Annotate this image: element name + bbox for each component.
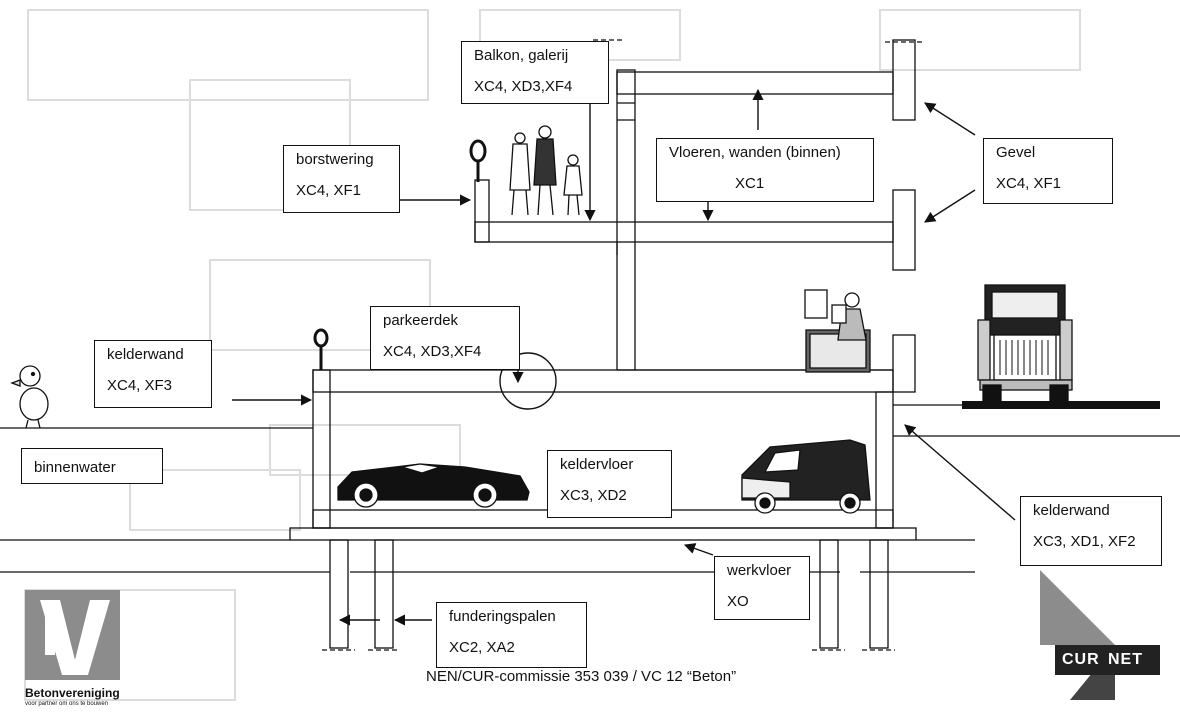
label-title: kelderwand [107, 346, 184, 363]
label-title: binnenwater [34, 459, 116, 476]
ground-lines [0, 404, 1180, 437]
label-binnenwater: binnenwater [21, 448, 163, 484]
label-title: borstwering [296, 151, 374, 168]
label-balkon-galerij: Balkon, galerij XC4, XD3,XF4 [461, 41, 609, 104]
label-title: Vloeren, wanden (binnen) [669, 144, 841, 161]
detail-circle [499, 352, 557, 410]
truck-illustration [977, 284, 1073, 404]
betonvereniging-name: Betonvereniging [25, 686, 120, 700]
curnet-net-text: NET [1108, 651, 1143, 668]
curnet-logo [1040, 570, 1160, 700]
label-classes: XC4, XD3,XF4 [474, 78, 573, 95]
label-vloeren-wanden: Vloeren, wanden (binnen) XC1 [656, 138, 874, 202]
label-classes: XC4, XD3,XF4 [383, 343, 482, 360]
label-classes: XC3, XD2 [560, 487, 627, 504]
road [962, 401, 1160, 409]
betonvereniging-logo [25, 590, 120, 680]
office-illustration [804, 289, 871, 373]
curnet-cur-text: CUR [1062, 651, 1100, 668]
label-title: funderingspalen [449, 608, 556, 625]
building-structure [0, 39, 975, 649]
ghost-background [24, 9, 1081, 701]
sports-car-illustration [337, 463, 530, 508]
label-classes: XC4, XF1 [296, 182, 362, 199]
label-keldervloer: keldervloer XC3, XD2 [547, 450, 672, 518]
duck-illustration [10, 365, 49, 429]
label-classes: XC2, XA2 [449, 639, 515, 656]
people-illustration [509, 125, 583, 216]
label-parkeerdek: parkeerdek XC4, XD3,XF4 [370, 306, 520, 370]
label-funderingspalen: funderingspalen XC2, XA2 [436, 602, 587, 668]
label-title: keldervloer [560, 456, 634, 473]
dashed-markers [322, 39, 922, 651]
label-title: Gevel [996, 144, 1036, 161]
label-kelderwand-left: kelderwand XC4, XF3 [94, 340, 212, 408]
label-kelderwand-right: kelderwand XC3, XD1, XF2 [1020, 496, 1162, 566]
label-title: Balkon, galerij [474, 47, 569, 64]
label-classes: XC4, XF3 [107, 377, 173, 394]
label-gevel: Gevel XC4, XF1 [983, 138, 1113, 204]
label-classes: XC4, XF1 [996, 175, 1062, 192]
label-title: kelderwand [1033, 502, 1110, 519]
label-classes: XO [727, 593, 749, 610]
label-classes: XC3, XD1, XF2 [1033, 533, 1136, 550]
caption: NEN/CUR-commissie 353 039 / VC 12 “Beton… [426, 668, 737, 685]
railing-posts [313, 139, 487, 370]
label-borstwering: borstwering XC4, XF1 [283, 145, 400, 213]
label-classes: XC1 [735, 175, 765, 192]
minivan-illustration [741, 439, 871, 514]
label-werkvloer: werkvloer XO [714, 556, 810, 620]
label-title: werkvloer [727, 562, 792, 579]
label-title: parkeerdek [383, 312, 459, 329]
betonvereniging-tagline: voor partner om ons te bouwen [25, 701, 109, 707]
